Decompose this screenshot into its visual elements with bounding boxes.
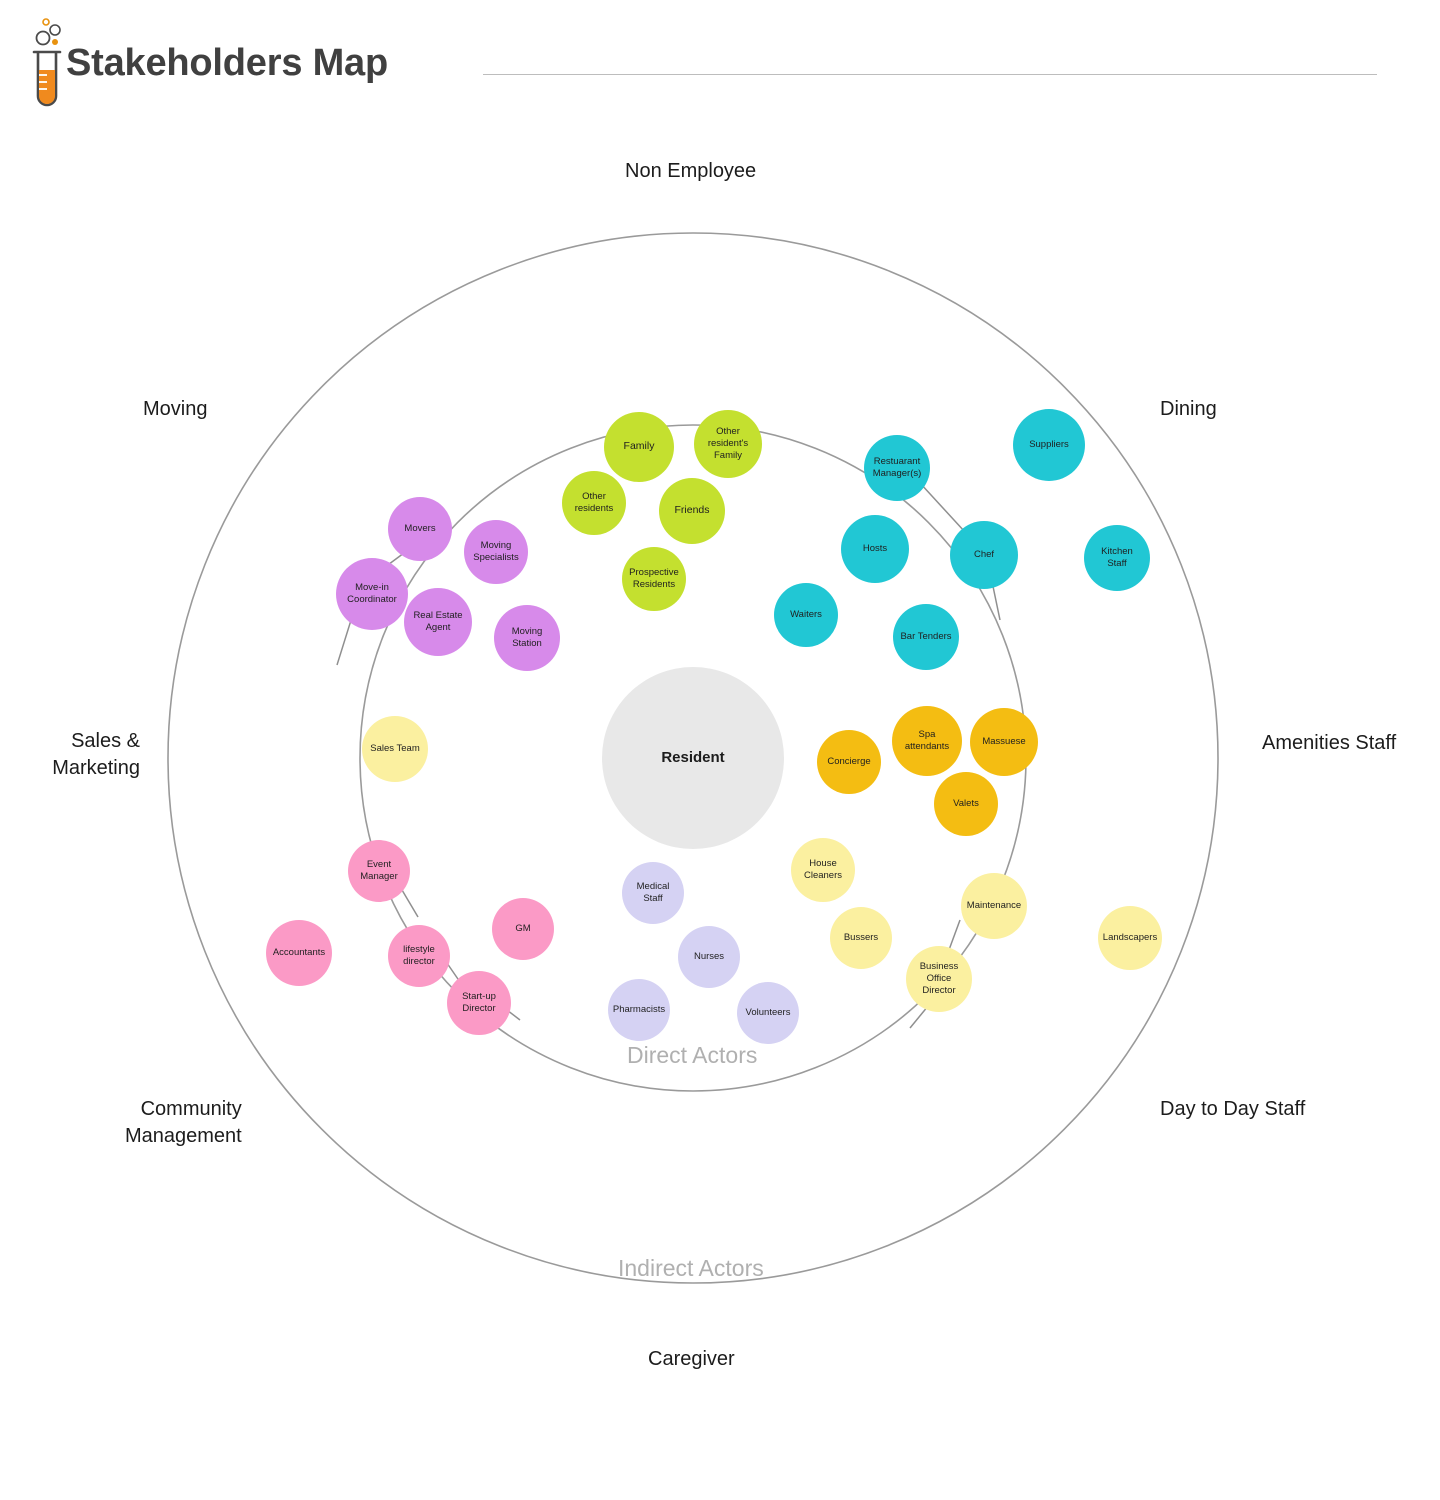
bubble-label: Move-in Coordinator bbox=[347, 582, 397, 605]
bubble-spa-attendants[interactable]: Spa attendants bbox=[892, 706, 962, 776]
bubble-label: Spa attendants bbox=[904, 729, 950, 752]
bubble-other-residents[interactable]: Other residents bbox=[562, 471, 626, 535]
bubble-accountants[interactable]: Accountants bbox=[266, 920, 332, 986]
bubble-house-cleaners[interactable]: House Cleaners bbox=[791, 838, 855, 902]
bubble-label: Kitchen Staff bbox=[1101, 546, 1133, 569]
center-node-resident[interactable]: Resident bbox=[602, 667, 784, 849]
bubble-label: Restuarant Manager(s) bbox=[872, 456, 922, 479]
bubble-friends[interactable]: Friends bbox=[659, 478, 725, 544]
bubble-label: Moving Station bbox=[511, 626, 543, 649]
category-label-moving: Moving bbox=[143, 398, 208, 420]
bubble-other-residents-family[interactable]: Other resident's Family bbox=[694, 410, 762, 478]
bubble-label: Hosts bbox=[862, 543, 888, 555]
bubble-label: Maintenance bbox=[966, 900, 1022, 912]
bubble-label: Concierge bbox=[827, 756, 871, 768]
ring-label-direct-actors: Direct Actors bbox=[627, 1042, 758, 1068]
bubble-pharmacists[interactable]: Pharmacists bbox=[608, 979, 670, 1041]
bubble-lifestyle-director[interactable]: lifestyle director bbox=[388, 925, 450, 987]
bubble-moving-station[interactable]: Moving Station bbox=[494, 605, 560, 671]
ring-indirect-actors bbox=[167, 232, 1219, 1284]
bubble-prospective-residents[interactable]: Prospective Residents bbox=[622, 547, 686, 611]
bubble-bussers[interactable]: Bussers bbox=[830, 907, 892, 969]
bubble-business-office-director[interactable]: Business Office Director bbox=[906, 946, 972, 1012]
bubble-label: lifestyle director bbox=[403, 944, 435, 967]
bubble-label: Real Estate Agent bbox=[413, 610, 463, 633]
bubble-label: Other resident's Family bbox=[707, 426, 749, 461]
bubble-family[interactable]: Family bbox=[604, 412, 674, 482]
bubble-maintenance[interactable]: Maintenance bbox=[961, 873, 1027, 939]
bubble-label: GM bbox=[515, 923, 531, 935]
bubble-landscapers[interactable]: Landscapers bbox=[1098, 906, 1162, 970]
bubble-label: Sales Team bbox=[370, 743, 420, 755]
page-title: Stakeholders Map bbox=[66, 42, 389, 84]
bubble-label: Waiters bbox=[790, 609, 822, 621]
bubble-label: House Cleaners bbox=[803, 858, 843, 881]
bubble-label: Start-up Director bbox=[462, 991, 496, 1014]
bubble-real-estate-agent[interactable]: Real Estate Agent bbox=[404, 588, 472, 656]
bubble-nurses[interactable]: Nurses bbox=[678, 926, 740, 988]
category-label-day-to-day-staff: Day to Day Staff bbox=[1160, 1098, 1306, 1120]
center-node-label: Resident bbox=[661, 748, 725, 766]
bubble-waiters[interactable]: Waiters bbox=[774, 583, 838, 647]
bubble-label: Family bbox=[623, 440, 655, 453]
category-label-dining: Dining bbox=[1160, 398, 1217, 420]
category-label-sales-marketing: Sales & Marketing bbox=[52, 730, 140, 779]
bubble-bar-tenders[interactable]: Bar Tenders bbox=[893, 604, 959, 670]
bubble-label: Bar Tenders bbox=[900, 631, 952, 643]
bubble-volunteers[interactable]: Volunteers bbox=[737, 982, 799, 1044]
category-label-non-employee: Non Employee bbox=[625, 160, 757, 182]
bubble-restuarant-managers[interactable]: Restuarant Manager(s) bbox=[864, 435, 930, 501]
bubble-label: Other residents bbox=[574, 491, 614, 514]
bubble-label: Valets bbox=[953, 798, 979, 810]
bubble-kitchen-staff[interactable]: Kitchen Staff bbox=[1084, 525, 1150, 591]
bubble-label: Nurses bbox=[693, 951, 725, 963]
bubble-movers[interactable]: Movers bbox=[388, 497, 452, 561]
bubble-start-up-director[interactable]: Start-up Director bbox=[447, 971, 511, 1035]
bubble-label: Accountants bbox=[272, 947, 326, 959]
map-canvas: Direct Actors Indirect Actors Non Employ… bbox=[0, 120, 1440, 1500]
category-label-caregiver: Caregiver bbox=[648, 1348, 735, 1370]
page-header: Stakeholders Map bbox=[0, 0, 1440, 120]
bubble-label: Bussers bbox=[843, 932, 879, 944]
bubble-label: Suppliers bbox=[1029, 439, 1069, 451]
bubble-label: Event Manager bbox=[360, 859, 398, 882]
bubble-label: Chef bbox=[973, 549, 995, 561]
bubble-moving-specialists[interactable]: Moving Specialists bbox=[464, 520, 528, 584]
bubble-label: Landscapers bbox=[1102, 932, 1158, 944]
bubble-chef[interactable]: Chef bbox=[950, 521, 1018, 589]
bubble-medical-staff[interactable]: Medical Staff bbox=[622, 862, 684, 924]
bubble-label: Pharmacists bbox=[612, 1004, 666, 1016]
bubble-valets[interactable]: Valets bbox=[934, 772, 998, 836]
bubble-suppliers[interactable]: Suppliers bbox=[1013, 409, 1085, 481]
bubble-label: Moving Specialists bbox=[473, 540, 519, 563]
bubble-label: Medical Staff bbox=[636, 881, 670, 904]
bubble-label: Movers bbox=[404, 523, 436, 535]
test-tube-icon bbox=[24, 16, 82, 108]
bubble-hosts[interactable]: Hosts bbox=[841, 515, 909, 583]
bubble-label: Massuese bbox=[982, 736, 1026, 748]
bubble-gm[interactable]: GM bbox=[492, 898, 554, 960]
bubble-concierge[interactable]: Concierge bbox=[817, 730, 881, 794]
bubble-label: Prospective Residents bbox=[629, 567, 679, 590]
bubble-label: Business Office Director bbox=[919, 961, 959, 996]
bubble-label: Friends bbox=[674, 504, 710, 517]
bubble-label: Volunteers bbox=[745, 1007, 791, 1019]
category-label-amenities-staff: Amenities Staff bbox=[1262, 732, 1397, 754]
bubble-event-manager[interactable]: Event Manager bbox=[348, 840, 410, 902]
ring-label-indirect-actors: Indirect Actors bbox=[618, 1255, 764, 1281]
bubble-sales-team[interactable]: Sales Team bbox=[362, 716, 428, 782]
header-divider bbox=[483, 74, 1377, 75]
bubble-massuese[interactable]: Massuese bbox=[970, 708, 1038, 776]
category-label-community-management: Community Management bbox=[125, 1098, 242, 1147]
bubble-move-in-coordinator[interactable]: Move-in Coordinator bbox=[336, 558, 408, 630]
